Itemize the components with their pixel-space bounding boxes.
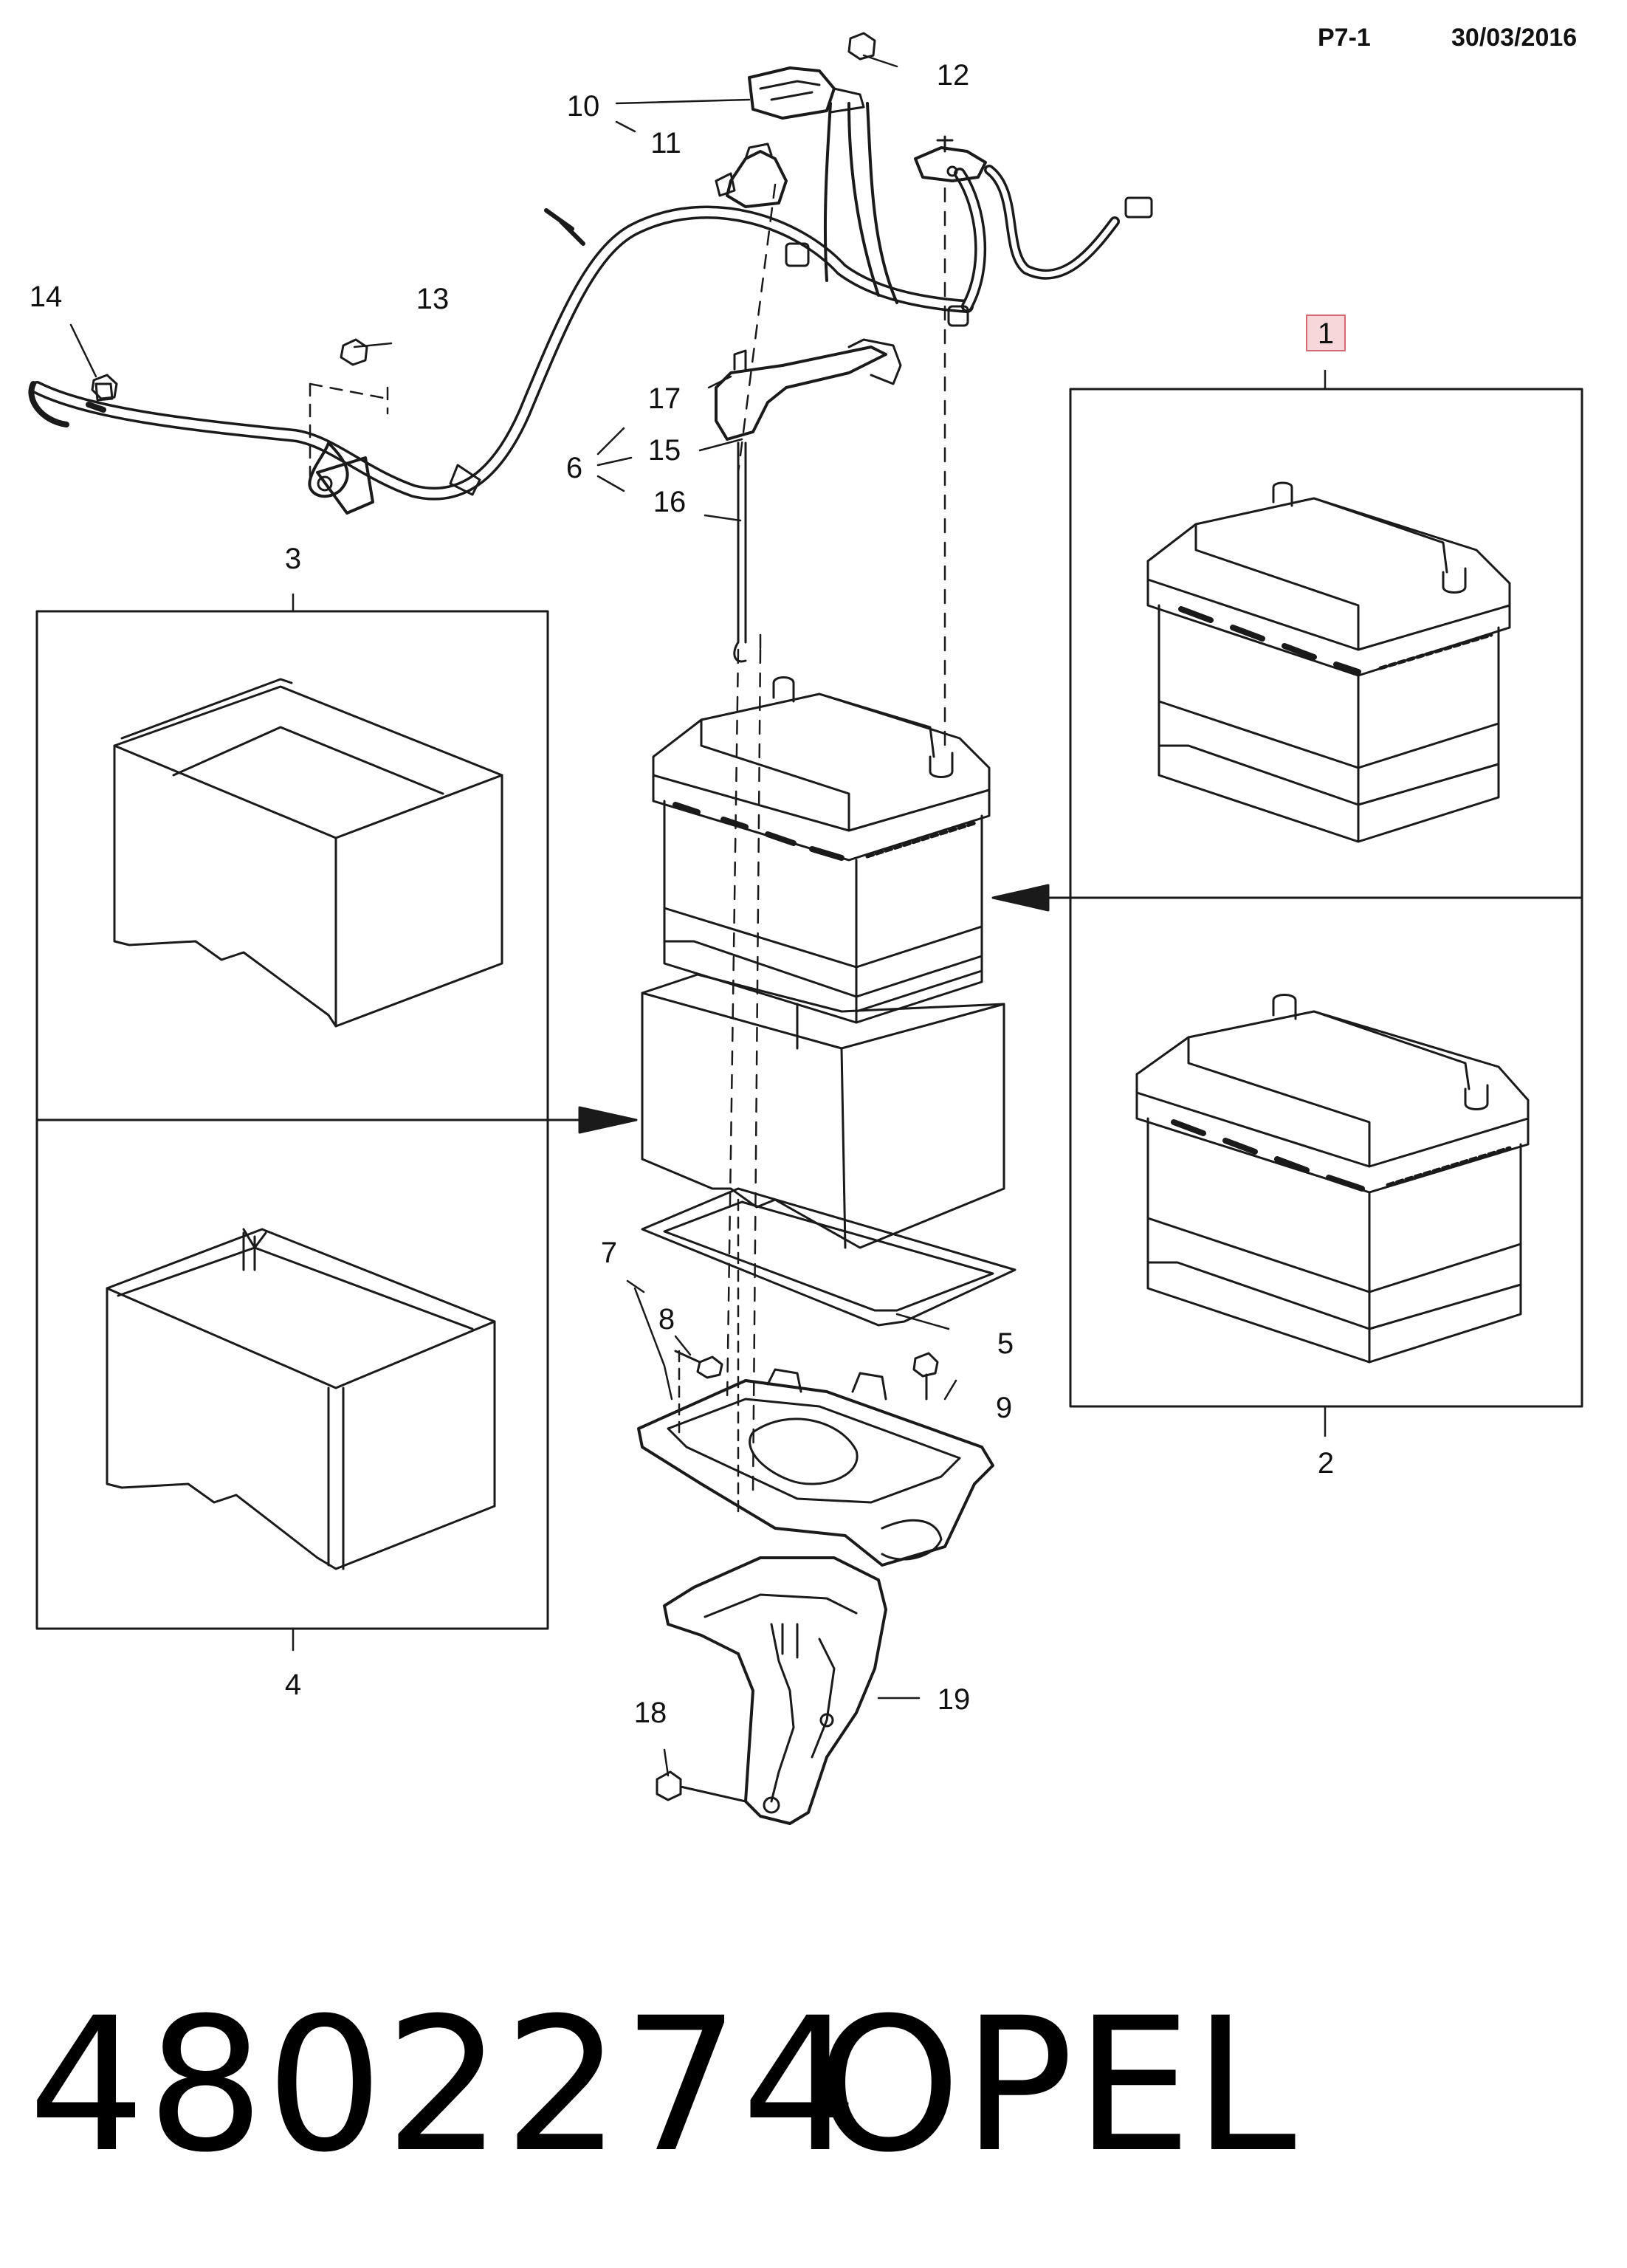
callout-13: 13 [416, 283, 450, 315]
nut-13 [340, 338, 368, 366]
battery-tray-support-bracket [663, 1556, 887, 1825]
exploded-view-diagram: 1 2 3 4 5 6 7 8 9 10 11 12 13 14 15 16 1… [28, 32, 1583, 1825]
callout-16: 16 [653, 486, 687, 518]
battery-insulator-variant-4 [106, 1228, 496, 1570]
callout-14: 14 [30, 281, 63, 313]
battery-variant-1 [1146, 481, 1511, 843]
nut-and-terminal-clamp [847, 32, 987, 182]
battery-tray [637, 1368, 994, 1567]
battery-insulator-variant-3 [113, 678, 503, 1028]
callout-12: 12 [937, 59, 970, 92]
callout-10: 10 [567, 90, 600, 123]
arrow-to-battery [991, 884, 1050, 912]
bolt-8 [674, 1350, 723, 1379]
callout-5: 5 [997, 1327, 1014, 1360]
arrow-to-insulator [578, 1106, 638, 1134]
footer-brand: OPEL [816, 1978, 1298, 2193]
callout-9: 9 [996, 1392, 1012, 1424]
callout-15: 15 [648, 434, 681, 467]
callout-3: 3 [285, 543, 301, 575]
hidden-lines-tray [678, 1198, 740, 1515]
battery-main [652, 676, 991, 1024]
callout-11: 11 [650, 127, 681, 159]
cable-clip [715, 142, 788, 208]
callout-7: 7 [601, 1237, 617, 1269]
callout-18: 18 [634, 1697, 667, 1729]
callout-leader-lines [69, 54, 1327, 1777]
nut-14 [91, 374, 118, 400]
battery-variant-2 [1135, 994, 1530, 1364]
callout-19: 19 [938, 1683, 971, 1716]
bolt-18 [656, 1770, 747, 1803]
callout-6: 6 [566, 452, 582, 484]
page-reference: P7-1 [1318, 24, 1371, 52]
callout-2: 2 [1318, 1447, 1334, 1480]
assembly-center-lines [726, 183, 946, 1493]
footer-part-number: 4802274 [28, 1978, 861, 2193]
battery-hold-down-clamp [715, 338, 902, 663]
callout-4: 4 [285, 1669, 301, 1701]
hidden-lines-left-bracket [309, 382, 389, 478]
battery-tray-pad [641, 1187, 1017, 1327]
diagram-date: 30/03/2016 [1451, 24, 1578, 52]
callout-8: 8 [658, 1303, 675, 1336]
terminal-connector-cover [748, 66, 865, 120]
callout-1: 1 [1318, 317, 1334, 350]
battery-cable-harness [28, 102, 1153, 515]
callout-1-highlight [1306, 315, 1346, 351]
bolt-9 [912, 1352, 939, 1401]
callout-17: 17 [648, 382, 681, 415]
